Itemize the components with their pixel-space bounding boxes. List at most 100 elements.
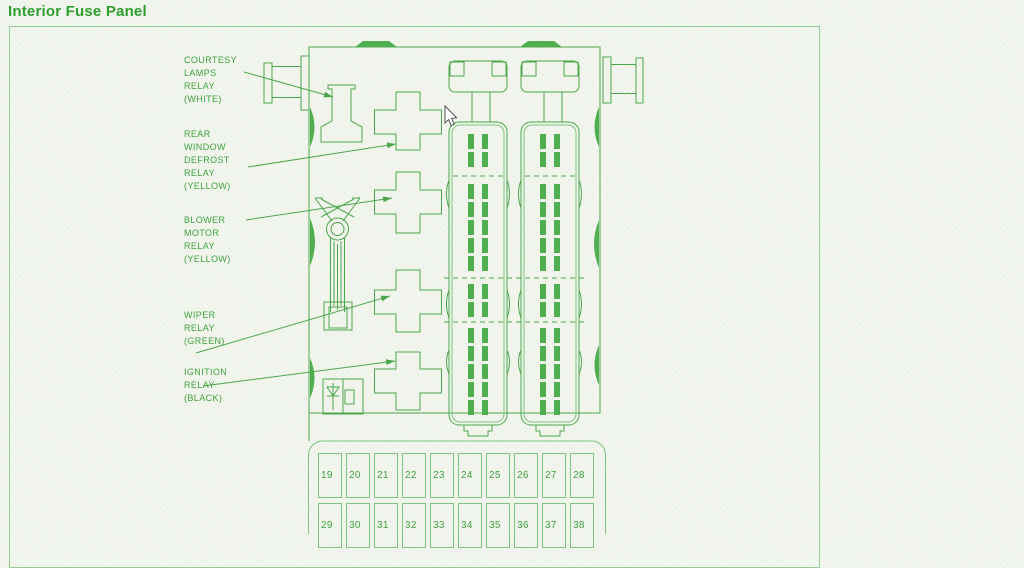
right-edge-lug — [594, 345, 599, 385]
relay-label-courtesy-lamps: COURTESY LAMPS RELAY (WHITE) — [184, 55, 238, 104]
rear-defrost-relay-socket — [374, 91, 442, 151]
connector-pin-slot — [482, 220, 488, 235]
connector-pin-slot — [540, 400, 546, 415]
connector-pin-slot — [540, 284, 546, 299]
connector-pin-slot — [540, 202, 546, 217]
relay-label-rear-window-defrost: REAR WINDOW DEFROST RELAY (YELLOW) — [184, 129, 231, 191]
connector-pin-slot — [482, 328, 488, 343]
connector-pin-slot — [554, 364, 560, 379]
connector-pin-slot — [540, 346, 546, 361]
connector-pin-slot — [482, 364, 488, 379]
fuse-number: 24 — [461, 470, 473, 481]
fuse-number: 27 — [545, 470, 557, 481]
fuse-number: 20 — [349, 470, 361, 481]
relay-socket-crosses — [374, 91, 442, 411]
label-leader-lines — [195, 71, 397, 387]
connector-pin-slot — [554, 382, 560, 397]
connector-pin-slot — [482, 256, 488, 271]
fuse-number: 30 — [349, 520, 361, 531]
top-tab-left — [355, 41, 397, 47]
fuse-34: 34 — [458, 503, 482, 548]
fuse-block-outline — [308, 440, 606, 534]
connector-pin-slot — [482, 134, 488, 149]
connector-pin-slot — [482, 400, 488, 415]
fuse-27: 27 — [542, 453, 566, 498]
fuse-21: 21 — [374, 453, 398, 498]
left-side-connector — [263, 55, 310, 111]
fuse-number: 21 — [377, 470, 389, 481]
fuse-20: 20 — [346, 453, 370, 498]
fuse-35: 35 — [486, 503, 510, 548]
blower-relay-shape — [314, 197, 361, 331]
connector-pin-slot — [468, 346, 474, 361]
fuse-19: 19 — [318, 453, 342, 498]
connector-pin-slot — [468, 202, 474, 217]
main-connector-b — [516, 60, 584, 437]
connector-pin-slot — [468, 400, 474, 415]
connector-pin-slot — [468, 328, 474, 343]
connector-pin-slot — [482, 184, 488, 199]
connector-pin-slot — [554, 238, 560, 253]
connector-pin-slot — [468, 134, 474, 149]
connector-pin-slot — [540, 184, 546, 199]
fuse-panel-line-art — [195, 41, 644, 534]
relay-label-ignition: IGNITION RELAY (BLACK) — [184, 367, 228, 403]
right-edge-lug — [594, 107, 599, 147]
connector-pin-slot — [540, 238, 546, 253]
left-edge-lug — [310, 218, 315, 266]
courtesy-lamps-relay-shape — [320, 84, 363, 143]
connector-pin-slot — [482, 346, 488, 361]
right-side-connector — [602, 56, 644, 104]
fuse-number: 29 — [321, 520, 333, 531]
left-edge-lug — [310, 107, 315, 147]
fuse-number: 26 — [517, 470, 529, 481]
fuse-22: 22 — [402, 453, 426, 498]
connector-pin-slot — [468, 184, 474, 199]
connector-pin-slot — [468, 152, 474, 167]
fuse-number: 32 — [405, 520, 417, 531]
mouse-cursor — [444, 104, 458, 127]
fuse-number: 22 — [405, 470, 417, 481]
fuse-33: 33 — [430, 503, 454, 548]
connector-pin-slot — [554, 184, 560, 199]
fuse-24: 24 — [458, 453, 482, 498]
wiper-relay-socket — [374, 269, 442, 333]
fuse-number: 33 — [433, 520, 445, 531]
fuse-number: 36 — [517, 520, 529, 531]
relay-label-wiper: WIPER RELAY (GREEN) — [184, 310, 225, 346]
fuse-37: 37 — [542, 503, 566, 548]
connector-pin-slot — [468, 220, 474, 235]
main-connector-a — [444, 60, 512, 437]
fuse-30: 30 — [346, 503, 370, 548]
connector-pin-slot — [468, 284, 474, 299]
connector-pin-slot — [468, 364, 474, 379]
connector-pin-slot — [482, 302, 488, 317]
fuse-26: 26 — [514, 453, 538, 498]
connector-pin-slot — [468, 302, 474, 317]
connector-pin-slot — [540, 220, 546, 235]
fuse-number: 25 — [489, 470, 501, 481]
fuse-panel-diagram: Interior Fuse Panel — [8, 3, 820, 568]
connector-pin-slot — [540, 302, 546, 317]
fuse-31: 31 — [374, 503, 398, 548]
connector-pin-slot — [540, 152, 546, 167]
page-title: Interior Fuse Panel — [8, 3, 147, 20]
connector-pin-slot — [468, 238, 474, 253]
connector-pin-slot — [482, 284, 488, 299]
relay-label-blower-motor: BLOWER MOTOR RELAY (YELLOW) — [184, 215, 231, 264]
blower-motor-relay-socket — [374, 171, 442, 234]
top-tab-right — [520, 41, 562, 47]
fuse-38: 38 — [570, 503, 594, 548]
diode-box — [322, 378, 364, 415]
connector-pin-slot — [554, 328, 560, 343]
connector-pin-slot — [554, 400, 560, 415]
fuse-number: 19 — [321, 470, 333, 481]
connector-pin-slot — [482, 238, 488, 253]
connector-pin-slot — [540, 256, 546, 271]
connector-pin-slot — [554, 302, 560, 317]
fuse-32: 32 — [402, 503, 426, 548]
fuse-number: 37 — [545, 520, 557, 531]
fuse-36: 36 — [514, 503, 538, 548]
